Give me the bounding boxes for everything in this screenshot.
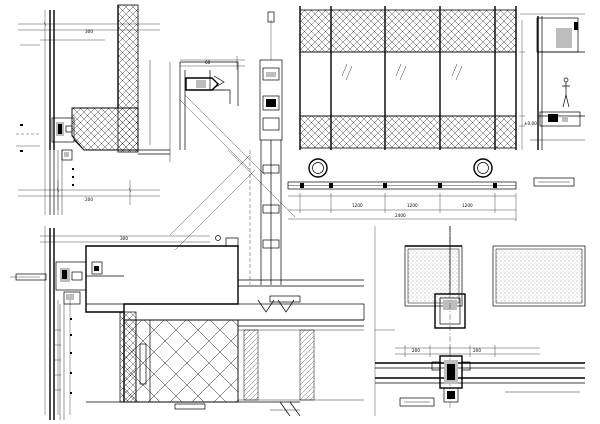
plan-dimension-text: 200: [412, 348, 420, 353]
human-figure: [562, 77, 570, 108]
mullion-stack: [249, 11, 283, 285]
bottom-curtain-frame: [10, 228, 124, 420]
small-marker-dots: [20, 124, 74, 186]
plan-room-left: [404, 245, 463, 307]
section-dimension-text: 200: [85, 197, 93, 202]
diagonal-guide-lines: [169, 94, 296, 251]
elevation-dimension-text: 1200: [462, 203, 473, 208]
mullion-dimension-text: 60: [205, 60, 211, 65]
mullion-detail: 60: [169, 11, 296, 285]
wall-crosshatch: [119, 311, 239, 403]
glazing-elevation: 1200 1200 1200 2400: [287, 6, 517, 221]
plan-mullion-section: [431, 355, 471, 403]
bottom-dimension-text: 300: [120, 236, 128, 241]
circular-vent-right: [473, 158, 493, 178]
plan-center-column: [434, 226, 466, 410]
section-dimension-lines: [18, 10, 160, 215]
curtain-wall-frame: [49, 10, 85, 215]
circular-vent-left: [308, 158, 328, 178]
elevation-level-text: ±0.00: [524, 121, 537, 126]
plan-glazing-strip: [375, 362, 585, 384]
elevation-frame: [299, 6, 517, 150]
side-elevation: ±0.00: [519, 13, 585, 187]
plan-dimension-text: 200: [473, 348, 481, 353]
plan-dimension-lines: [374, 226, 540, 416]
top-left-section-detail: 300 200: [16, 4, 171, 215]
plan-room-right: [492, 245, 586, 307]
section-dimension-text: 300: [85, 29, 93, 34]
elevation-dimension-text: 1200: [407, 203, 418, 208]
glass-reflection-strokes: [341, 63, 463, 81]
plan-detail: 200 200: [374, 226, 586, 416]
floor-slab-hatch: [71, 107, 139, 151]
bottom-left-section-detail: 300: [10, 226, 365, 420]
elevation-dimension-text: 1200: [352, 203, 363, 208]
bottom-marker-dots: [70, 318, 72, 394]
section-band: [123, 295, 365, 401]
plan-strip: [287, 181, 517, 221]
elevation-total-dimension: 2400: [395, 213, 406, 218]
elevation-mullions: [300, 6, 516, 150]
mullion-dimension-lines: [180, 56, 245, 91]
